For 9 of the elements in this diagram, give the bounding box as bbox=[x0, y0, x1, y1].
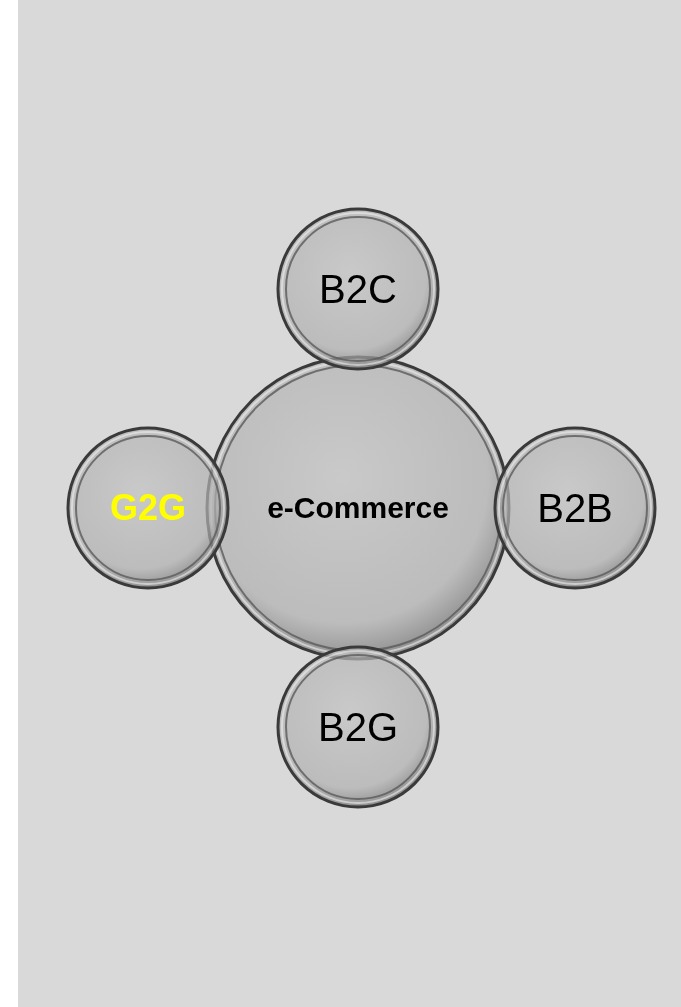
node-label: e-Commerce bbox=[267, 493, 449, 523]
node-label: B2B bbox=[537, 488, 613, 528]
glass-circle bbox=[276, 207, 440, 371]
node-label: G2G bbox=[110, 490, 186, 526]
node-label: B2G bbox=[318, 707, 398, 747]
node-label: B2C bbox=[319, 269, 397, 309]
glass-circle bbox=[66, 426, 230, 590]
glass-circle bbox=[276, 645, 440, 809]
glass-circle bbox=[493, 426, 657, 590]
